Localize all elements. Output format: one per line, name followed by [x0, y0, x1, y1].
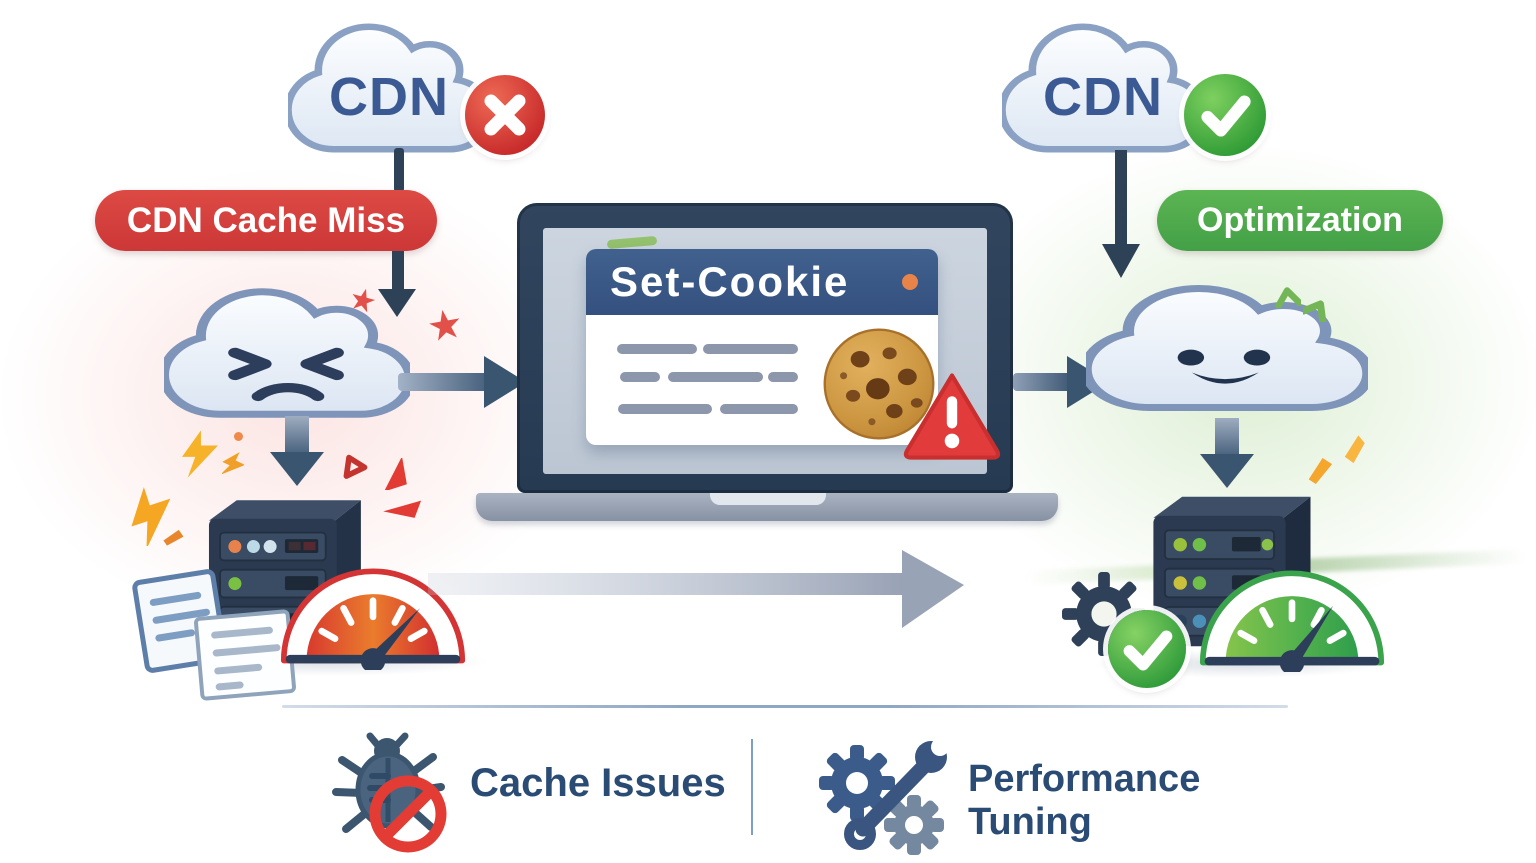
down-arrow-icon [270, 416, 324, 486]
check-badge-icon [1184, 74, 1266, 156]
confetti-icon [182, 430, 218, 478]
horizontal-divider [282, 705, 1288, 708]
text-line [620, 372, 660, 382]
text-line [618, 404, 712, 414]
text-line [703, 344, 798, 354]
error-x-badge-icon [465, 75, 545, 155]
text-line [668, 372, 763, 382]
cdn-cloud-left: CDN [288, 18, 490, 158]
confetti-icon [1344, 435, 1365, 464]
sad-cloud-icon [164, 283, 410, 423]
performance-tuning-label: Performance Tuning [968, 758, 1201, 843]
impact-star-icon [352, 288, 376, 313]
optimization-badge-label: Optimization [1197, 201, 1403, 239]
optimization-badge: Optimization [1157, 190, 1443, 251]
cookie-icon [823, 328, 935, 440]
connector-line-left [394, 148, 404, 192]
cdn-cloud-right: CDN [1002, 18, 1204, 158]
big-flow-arrow-icon [428, 550, 964, 628]
speedometer-red-icon [280, 568, 466, 670]
down-arrow-icon [1200, 418, 1254, 488]
orange-dot-icon [902, 274, 918, 290]
impact-star-icon [384, 458, 407, 490]
cdn-label-left: CDN [329, 67, 449, 127]
text-line [768, 372, 798, 382]
impact-star-icon [383, 500, 422, 518]
confetti-icon [234, 432, 243, 441]
cdn-label-right: CDN [1043, 67, 1163, 127]
text-line [617, 344, 697, 354]
confetti-icon [163, 529, 184, 546]
bug-blocked-icon [332, 732, 447, 853]
confetti-icon [131, 487, 171, 546]
chevron-up-icon [1275, 287, 1301, 308]
laptop-base-notch [710, 493, 826, 505]
set-cookie-header-bar: Set-Cookie [586, 249, 938, 315]
impact-star-icon [343, 454, 368, 479]
happy-cloud-icon [1086, 280, 1368, 416]
check-circle-icon [1108, 610, 1186, 688]
server-rack-icon [208, 500, 361, 645]
impact-star-icon [429, 309, 460, 341]
speedometer-green-icon [1199, 570, 1385, 672]
vertical-divider [751, 739, 753, 835]
right-arrow-icon [398, 356, 526, 408]
chevron-up-icon [1303, 300, 1327, 322]
gears-wrench-icon [819, 738, 949, 855]
confetti-icon [1308, 457, 1333, 484]
down-arrow-icon [378, 251, 416, 317]
warning-triangle-icon [903, 373, 1001, 460]
cache-issues-label: Cache Issues [470, 761, 726, 805]
cache-miss-badge-label: CDN Cache Miss [126, 200, 406, 240]
down-arrow-icon [1102, 150, 1140, 278]
cache-miss-badge: CDN Cache Miss [95, 190, 437, 251]
text-line [720, 404, 798, 414]
set-cookie-title: Set-Cookie [610, 258, 850, 305]
confetti-icon [222, 452, 244, 475]
